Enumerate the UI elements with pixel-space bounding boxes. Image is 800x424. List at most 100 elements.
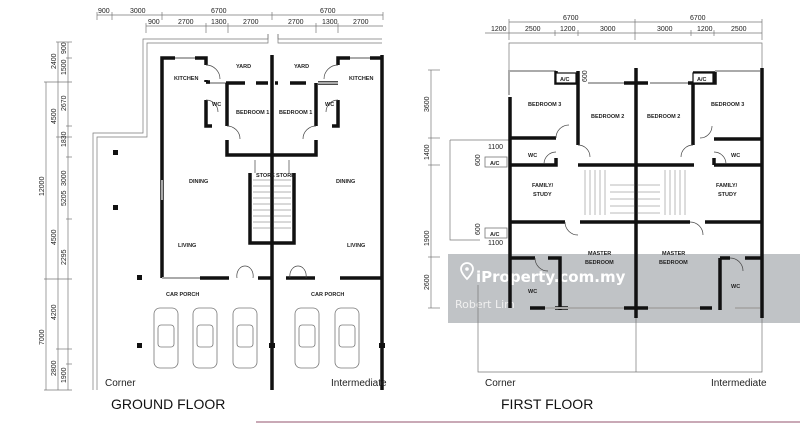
location-pin-icon	[460, 262, 474, 281]
first-top-dimensions: 6700 6700 1200 2500 1200 3000 3000 1200 …	[485, 15, 763, 40]
ground-top-dimensions: 900 3000 6700 6700 900 2700 1300 2700 27…	[96, 8, 384, 33]
room-label-wc: WC	[212, 102, 221, 108]
room-label-bedroom3: BEDROOM 3	[711, 102, 744, 108]
car-icon	[334, 307, 360, 369]
dim-label: 2295	[61, 249, 68, 265]
column-marker	[269, 343, 275, 348]
room-label-wc: WC	[325, 102, 334, 108]
room-label-dining: DINING	[189, 179, 208, 185]
ground-walls	[113, 55, 385, 390]
room-label-kitchen: KITCHEN	[174, 76, 198, 82]
first-walls	[484, 68, 764, 318]
unit-label-corner: Corner	[105, 378, 136, 389]
ac-ledges	[484, 72, 714, 239]
room-label-master: MASTER	[588, 251, 611, 257]
staircase	[584, 170, 686, 215]
column-marker	[137, 275, 142, 280]
dim-label: 600	[475, 154, 482, 166]
car-icon	[294, 307, 320, 369]
first-floor-title: FIRST FLOOR	[501, 396, 593, 412]
watermark-agent: Robert Lim	[455, 298, 515, 311]
dim-label: 7000	[39, 329, 46, 345]
dim-label: 3000	[657, 26, 673, 33]
room-label-car-porch: CAR PORCH	[311, 292, 344, 298]
dim-label: 1830	[61, 131, 68, 147]
room-label-ac: A/C	[560, 77, 570, 83]
column-marker	[113, 205, 118, 210]
dim-label: 1400	[424, 144, 431, 160]
dim-label: 900	[98, 8, 110, 15]
dim-label: 2700	[243, 19, 259, 26]
dim-label: 600	[475, 223, 482, 235]
watermark: iProperty.com.my Robert Lim	[448, 254, 800, 323]
room-label-wc: WC	[731, 153, 740, 159]
dim-label: 4200	[51, 304, 58, 320]
dim-label: 2600	[424, 274, 431, 290]
dim-label: 12000	[39, 176, 46, 196]
car-icon	[153, 307, 179, 369]
dim-label: 2700	[178, 19, 194, 26]
dim-label: 2400	[51, 53, 58, 69]
dim-label: 2500	[731, 26, 747, 33]
room-label-yard: YARD	[236, 64, 251, 70]
column-marker	[113, 150, 118, 155]
car-icon	[192, 307, 218, 369]
room-label-family: FAMILY/	[532, 183, 554, 189]
room-label-living: LIVING	[178, 243, 196, 249]
room-label-bedroom1: BEDROOM 1	[236, 110, 269, 116]
dim-label: 6700	[320, 8, 336, 15]
dim-label: 2700	[353, 19, 369, 26]
dim-label: 1500	[61, 59, 68, 75]
parked-cars	[153, 307, 360, 369]
room-label-living: LIVING	[347, 243, 365, 249]
car-icon	[232, 307, 258, 369]
room-label-bedroom2: BEDROOM 2	[591, 114, 624, 120]
room-label-dining: DINING	[336, 179, 355, 185]
dim-label: 3600	[424, 96, 431, 112]
ground-floor-title: GROUND FLOOR	[111, 396, 225, 412]
dim-label: 6700	[563, 15, 579, 22]
unit-label-intermediate: Intermediate	[331, 378, 387, 389]
dim-label: 1100	[488, 144, 503, 151]
watermark-brand: iProperty.com.my	[476, 268, 626, 286]
dim-label: 4500	[51, 229, 58, 245]
column-marker	[137, 343, 142, 348]
first-outline	[449, 42, 763, 373]
ground-lot-boundary	[92, 34, 382, 390]
dim-label: 4500	[51, 108, 58, 124]
dim-label: 600	[582, 70, 589, 82]
room-label-wc: WC	[731, 284, 740, 290]
room-label-wc: WC	[528, 153, 537, 159]
ground-left-dimensions: 12000 7000 2400 4500 4500 4200 2800 900 …	[39, 41, 72, 391]
column-marker	[379, 343, 385, 348]
dim-label: 6700	[211, 8, 227, 15]
dim-label: 1300	[322, 19, 338, 26]
dim-label: 6700	[690, 15, 706, 22]
room-label-bedroom1: BEDROOM 1	[279, 110, 312, 116]
room-label-car-porch: CAR PORCH	[166, 292, 199, 298]
room-label-bedroom2: BEDROOM 2	[647, 114, 680, 120]
first-left-dimensions: 3600 1400 1900 2600	[424, 69, 440, 309]
room-label-bedroom3: BEDROOM 3	[528, 102, 561, 108]
unit-label-intermediate: Intermediate	[711, 378, 767, 389]
room-label-yard: YARD	[294, 64, 309, 70]
room-label-ac: A/C	[490, 232, 500, 238]
dim-label: 1200	[491, 26, 507, 33]
dim-label: 1200	[560, 26, 576, 33]
room-label-study: STUDY	[533, 192, 552, 198]
room-label-ac: A/C	[490, 161, 500, 167]
first-floor-plan: 6700 6700 1200 2500 1200 3000 3000 1200 …	[424, 15, 767, 412]
dim-label: 1200	[697, 26, 713, 33]
dim-label: 900	[61, 42, 68, 54]
dim-label: 1100	[488, 240, 503, 247]
dim-label: 1300	[211, 19, 227, 26]
room-label-bedroom: BEDROOM	[585, 260, 614, 266]
dim-label: 2700	[288, 19, 304, 26]
room-label-store: STORE	[276, 173, 295, 179]
room-label-ac: A/C	[697, 77, 707, 83]
dim-label: 2670	[61, 95, 68, 111]
dim-label: 3000	[61, 170, 68, 186]
ground-floor-plan: 900 3000 6700 6700 900 2700 1300 2700 27…	[39, 8, 387, 412]
